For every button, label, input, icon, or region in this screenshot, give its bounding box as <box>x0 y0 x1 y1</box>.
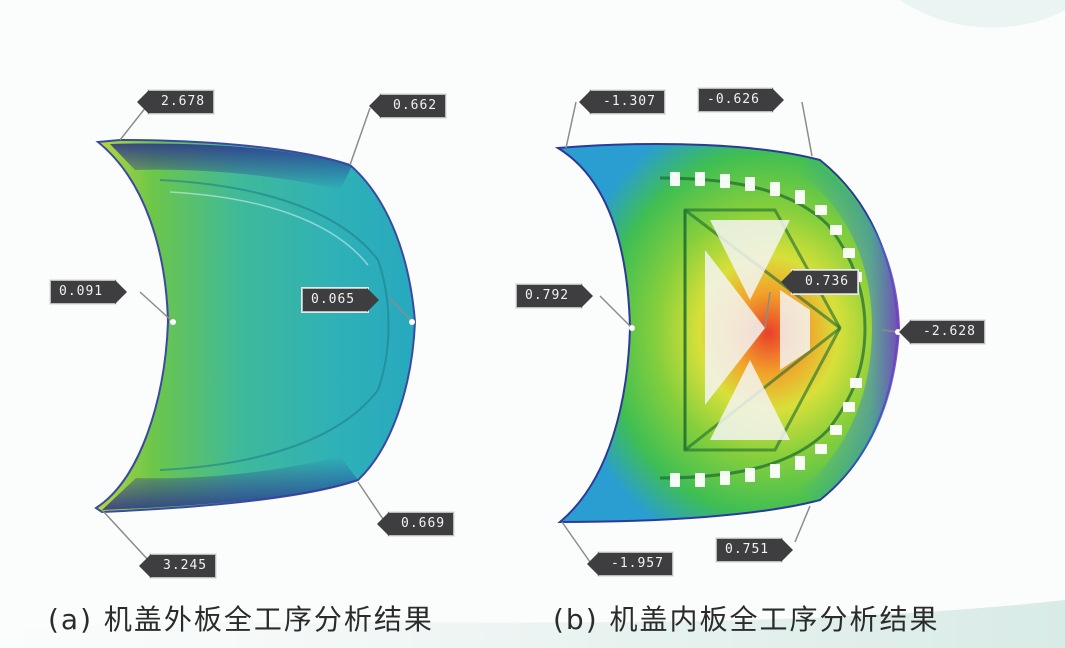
outer-label-bottom-left: 3.245 <box>138 554 217 578</box>
caption-inner-hood: (b) 机盖内板全工序分析结果 <box>553 603 940 636</box>
inner-label-bottom-right: 0.751 <box>716 538 794 562</box>
inner-label-mid-right: -2.628 <box>899 320 985 344</box>
panel-outer-hood: 2.678 0.662 0.091 0.065 0.669 3.245 <box>40 60 510 600</box>
outer-label-mid-left: 0.091 <box>50 280 128 304</box>
outer-hood-heatmap <box>94 101 417 563</box>
inner-label-bottom-left: -1.957 <box>587 552 673 576</box>
outer-label-top-right: 0.662 <box>368 94 447 118</box>
panel-inner-hood: -1.307 -0.626 0.792 0.736 -2.628 -1.957 … <box>510 60 1030 600</box>
caption-outer-hood: (a) 机盖外板全工序分析结果 <box>48 603 434 636</box>
inner-label-top-left: -1.307 <box>579 90 665 114</box>
inner-label-top-right: -0.626 <box>698 88 784 112</box>
outer-label-mid-right: 0.065 <box>302 288 380 312</box>
inner-label-mid-left: 0.792 <box>516 284 594 308</box>
outer-label-top-left: 2.678 <box>136 90 215 114</box>
outer-label-bottom-right: 0.669 <box>376 512 455 536</box>
inner-label-center: 0.736 <box>780 270 859 294</box>
inner-hood-heatmap <box>554 101 901 563</box>
